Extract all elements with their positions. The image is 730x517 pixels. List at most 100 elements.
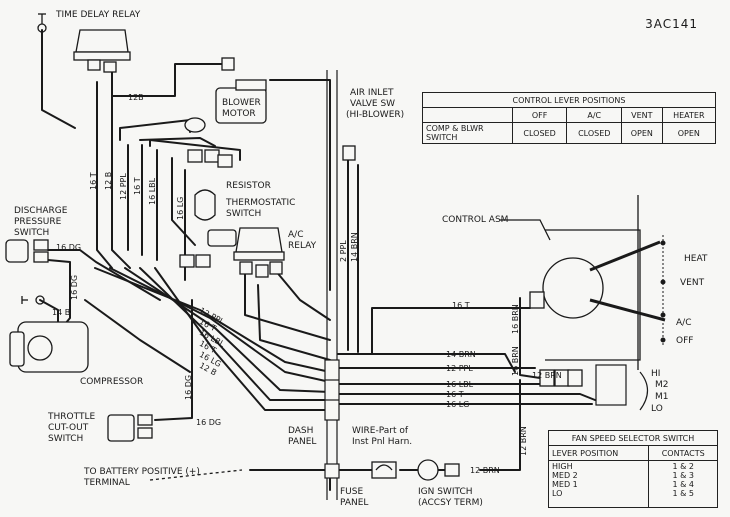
label-fan-m2: M2 [655,380,669,390]
wire-label-12b-top: 12B [128,93,144,102]
control-asm-panel [545,229,641,361]
fst-row-3-contacts: 1 & 5 [672,489,694,498]
label-lever-vent: VENT [680,278,705,288]
fst-row-2-contacts: 1 & 4 [672,480,694,489]
clt-col-vent: VENT [621,107,663,123]
diagram-code: 3AC141 [645,17,698,31]
wire-label-r16t: 16 T [452,301,470,310]
fan-speed-table: FAN SPEED SELECTOR SWITCH LEVER POSITION… [547,430,718,508]
control-lever-table: CONTROL LEVER POSITIONS OFF A/C VENT HEA… [422,92,717,144]
label-fuse-2: PANEL [340,498,369,508]
label-fan-m1: M1 [655,392,669,402]
blower-motor-cap [235,79,267,91]
control-lever-arm-2 [589,298,666,322]
wire-comp [39,299,59,326]
label-thermostatic-2: SWITCH [226,209,262,219]
wire-loop-res [171,157,196,246]
control-asm-leader [500,219,551,241]
wire-label-r12ppl: 12 PPL [446,364,473,373]
clt-val-vent: OPEN [621,122,663,144]
wire-label-r16t2: 16 T [446,390,464,399]
label-blower-motor-2: MOTOR [222,109,256,119]
wire-12b-vert [111,81,131,269]
wire-d6 [84,299,191,373]
label-ac-relay-1: A/C [288,230,304,240]
wire-12b-top [111,63,229,97]
label-dps-1: DISCHARGE [14,206,68,216]
wire-loop-3 [149,139,241,161]
label-compressor: COMPRESSOR [80,377,144,387]
ground-symbol-comp [35,295,45,305]
wire-label-v16dg: 16 DG [184,374,193,400]
dash-grommet [324,463,340,479]
label-ign-1: IGN SWITCH [418,487,473,497]
label-thermostatic-1: THERMOSTATIC [226,198,296,208]
label-ign-2: (ACCSY TERM) [418,498,483,508]
wire-16t-vert [96,81,113,269]
wire-ac-relay-c [274,269,331,321]
thermostatic-switch-body [207,229,237,247]
label-air-inlet-2: VALVE SW [350,99,396,109]
label-lever-ac: A/C [676,318,692,328]
wire-loop-blower [119,119,191,141]
label-battery-1: TO BATTERY POSITIVE (+) [84,467,200,477]
wire-label-v16lg: 16 LG [176,196,185,220]
fst-row-0-contacts: 1 & 2 [672,462,694,471]
clt-row-label-1: COMP & BLWR [426,124,484,133]
clt-row-label-2: SWITCH [426,133,458,142]
label-time-delay-relay: TIME DELAY RELAY [56,10,141,20]
blower-motor-pigtail [184,117,206,133]
fuse-body [371,461,397,479]
ign-switch-body [417,459,439,481]
wire-label-dps-16dg: 16 DG [56,243,82,252]
ac-relay-body [235,227,283,253]
label-throttle-2: CUT-OUT [48,423,89,433]
fst-row-0-pos: HIGH [552,462,573,471]
wire-label-v16lbl: 16 LBL [148,177,157,205]
wire-label-dps-14b: 14 B [52,308,71,317]
label-resistor: RESISTOR [226,181,271,191]
clt-val-off: CLOSED [511,122,568,144]
label-lever-off: OFF [676,336,694,346]
control-drum [542,257,604,319]
label-dash-2: PANEL [288,437,317,447]
clt-row-label: COMP & BLWR SWITCH [422,122,513,144]
wire-label-v12b: 12 B [104,171,113,190]
wire-ac-relay-a [244,269,331,341]
dps-body [5,239,29,263]
wire-label-v16t: 16 T [89,172,98,190]
time-delay-relay-body [75,29,129,53]
label-wire-note-2: Inst Pnl Harn. [352,437,413,447]
label-fan-lo: LO [651,404,663,414]
tdr-terminal-2 [103,61,117,73]
wire-r16brn [519,297,541,379]
label-dps-3: SWITCH [14,228,50,238]
wire-label-h16dg: 16 DG [196,418,222,427]
label-blower-motor-1: BLOWER [222,98,261,108]
wire-16dg-throttle [154,299,193,421]
ground-wire-tdr [41,29,76,129]
clt-col-off: OFF [511,107,568,123]
wire-label-v2ppl: 2 PPL [339,240,348,262]
wire-loop-right [269,79,331,291]
wire-r12brn [479,379,521,471]
label-air-inlet-3: (HI-BLOWER) [346,110,405,120]
wire-label-v16brn2: 16 BRN [511,346,520,376]
label-lever-heat: HEAT [684,254,708,264]
fst-row-1-contacts: 1 & 3 [672,471,694,480]
label-fuse-1: FUSE [340,487,364,497]
wire-d1 [94,267,331,373]
wire-label-v12ppl: 12 PPL [119,173,128,200]
wire-ac-relay-b [257,284,331,361]
control-lever-table-title: CONTROL LEVER POSITIONS [422,92,716,108]
wire-d5 [154,267,331,411]
fst-positions: HIGH MED 2 MED 1 LO [547,460,650,508]
label-throttle-3: SWITCH [48,434,84,444]
wire-r14brn [337,353,516,373]
wire-label-v16t-b: 16 T [133,177,142,195]
wire-r16t [337,393,596,401]
tdr-terminal-1 [87,59,101,71]
label-fan-hi: HI [651,369,661,379]
wire-d2 [109,267,331,383]
